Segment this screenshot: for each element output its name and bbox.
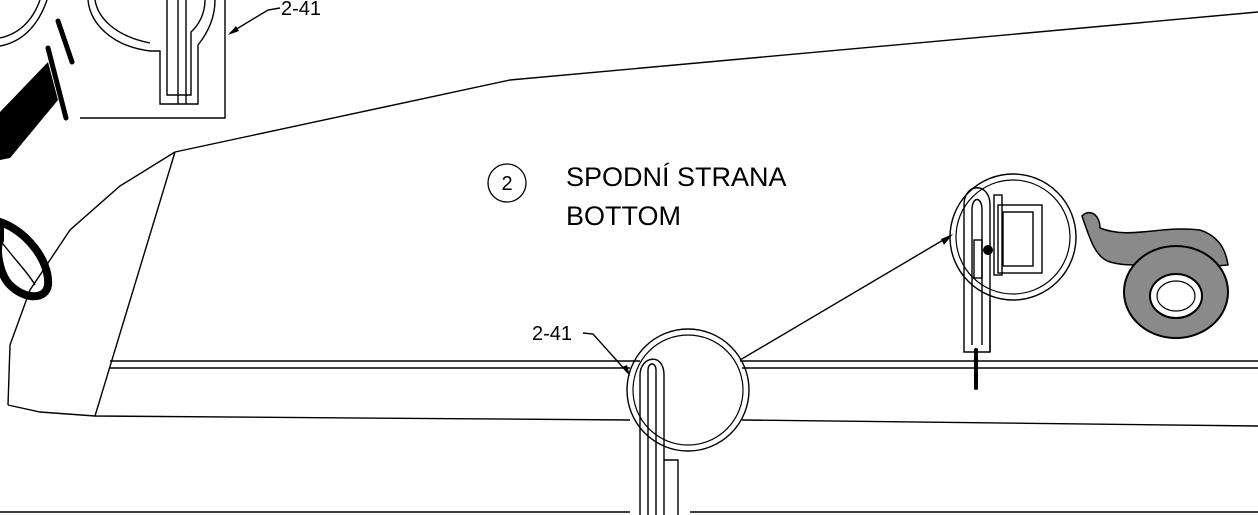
detail-circle-inner: [632, 334, 744, 446]
right-detail: [949, 173, 1077, 390]
upper-edge: [174, 11, 1258, 153]
partial-circle-left: [0, 0, 41, 39]
clamp-block: [997, 204, 1043, 274]
right-detail-circle-inner: [955, 179, 1071, 295]
tape-roll-icon: [1081, 211, 1229, 339]
title-line-1: SPODNÍ STRANA: [566, 162, 787, 192]
center-detail: 2-41: [532, 234, 953, 515]
view-title: 2 SPODNÍ STRANA BOTTOM: [487, 162, 787, 231]
left-curved-edge: [7, 151, 176, 406]
top-left-detail: 2-41: [0, 0, 321, 119]
detail-circle-outer: [626, 328, 750, 452]
bottom-side-outline: [0, 11, 1258, 513]
callout-label-top: 2-41: [281, 0, 321, 20]
stem-outline: [639, 358, 665, 515]
callout-leader-top: [229, 7, 281, 34]
dark-wedge: [0, 62, 58, 160]
lower-curve: [7, 404, 631, 421]
callout-leader-center: [582, 332, 629, 374]
title-line-2: BOTTOM: [566, 201, 681, 231]
leader-to-right-detail: [739, 235, 951, 361]
view-number: 2: [501, 173, 512, 195]
left-clamp-sketch: [0, 18, 75, 301]
detail-frame: [80, 0, 226, 119]
detail-circle: [94, 0, 151, 44]
callout-label-center: 2-41: [532, 323, 572, 345]
view-number-circle: [487, 163, 527, 203]
right-detail-circle-outer: [949, 173, 1077, 301]
